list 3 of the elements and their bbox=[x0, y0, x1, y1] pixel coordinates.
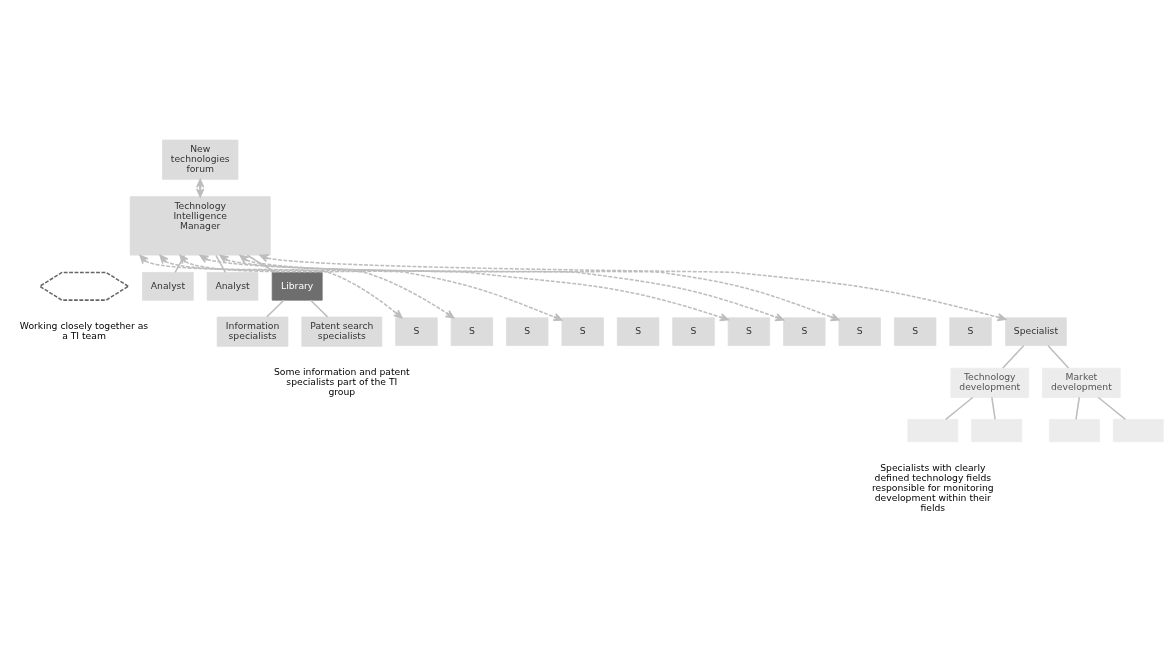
label: Some information and patent specialists part of the TI group bbox=[273, 365, 410, 397]
label: Specialists with clearly defined technology fields responsible for monitoring development within their fields bbox=[871, 461, 994, 513]
label: Working closely together as a TI team bbox=[19, 319, 149, 341]
